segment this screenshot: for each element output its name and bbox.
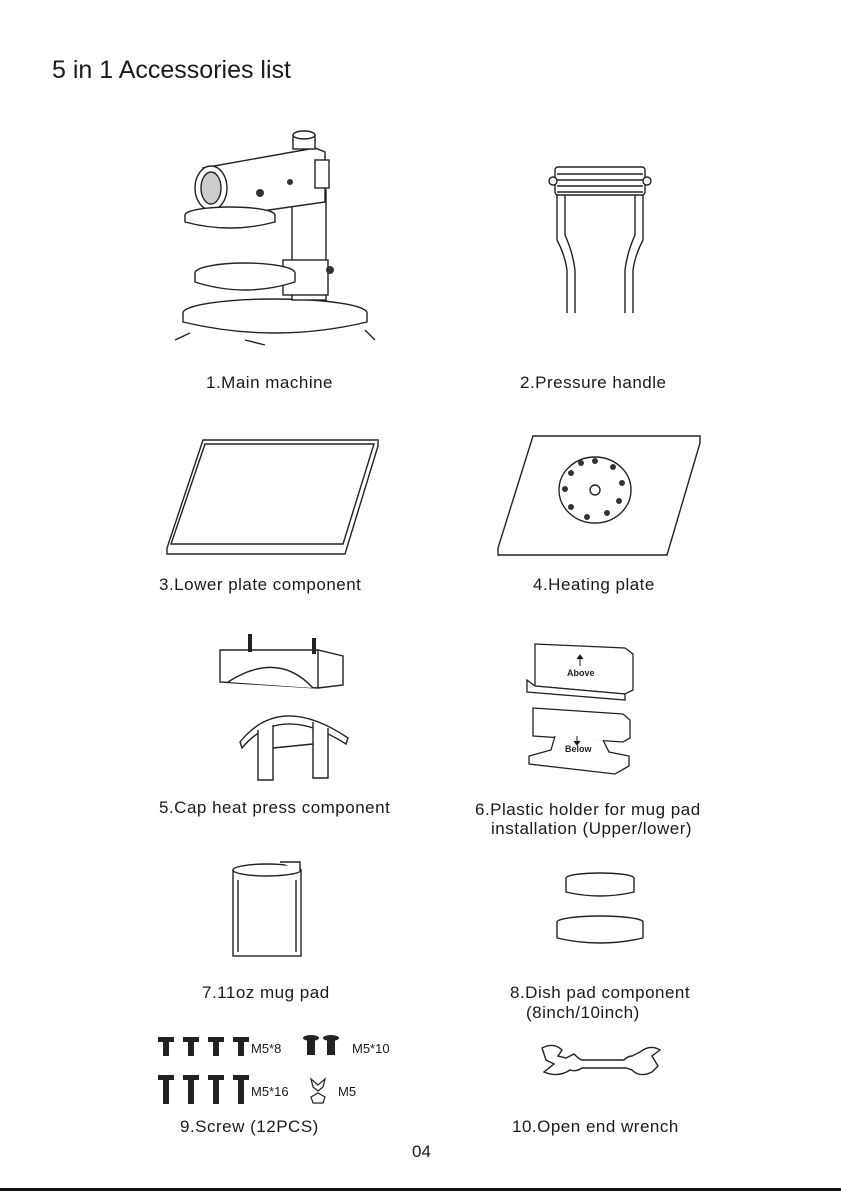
bottom-rule	[0, 1188, 841, 1191]
caption-lower-plate: 3.Lower plate component	[159, 575, 362, 594]
caption-wrench: 10.Open end wrench	[512, 1117, 679, 1136]
page-title: 5 in 1 Accessories list	[52, 56, 291, 84]
plastic-holder-icon: Above Below	[526, 643, 634, 775]
caption-plastic-holder: 6.Plastic holder for mug pad	[475, 800, 701, 819]
main-machine-icon	[174, 130, 376, 346]
screw-label-m5x16: M5*16	[251, 1084, 289, 1099]
caption-mug-pad: 7.11oz mug pad	[202, 983, 330, 1002]
lower-plate-icon	[166, 439, 379, 555]
caption-screws: 9.Screw (12PCS)	[180, 1117, 319, 1136]
heating-plate-icon	[497, 435, 701, 556]
caption-dish-pad-line2: (8inch/10inch)	[526, 1003, 640, 1022]
caption-pressure-handle: 2.Pressure handle	[520, 373, 667, 392]
screw-label-m5: M5	[338, 1084, 357, 1099]
caption-plastic-holder-line2: installation (Upper/lower)	[491, 819, 693, 838]
mug-pad-icon	[232, 861, 302, 957]
dish-pad-icon	[556, 872, 644, 944]
screws-icon	[158, 1035, 339, 1104]
screw-label-m5x8: M5*8	[251, 1041, 282, 1056]
cap-press-icon	[219, 634, 349, 781]
caption-main-machine: 1.Main machine	[206, 373, 334, 392]
below-label: Below	[565, 744, 593, 754]
caption-dish-pad: 8.Dish pad component	[510, 983, 691, 1002]
page-number: 04	[412, 1142, 431, 1161]
wrench-icon	[541, 1044, 662, 1076]
caption-heating-plate: 4.Heating plate	[533, 575, 655, 594]
pressure-handle-icon	[548, 166, 652, 313]
caption-cap-press: 5.Cap heat press component	[159, 798, 391, 817]
above-label: Above	[567, 668, 595, 678]
screw-label-m5x10: M5*10	[352, 1041, 390, 1056]
